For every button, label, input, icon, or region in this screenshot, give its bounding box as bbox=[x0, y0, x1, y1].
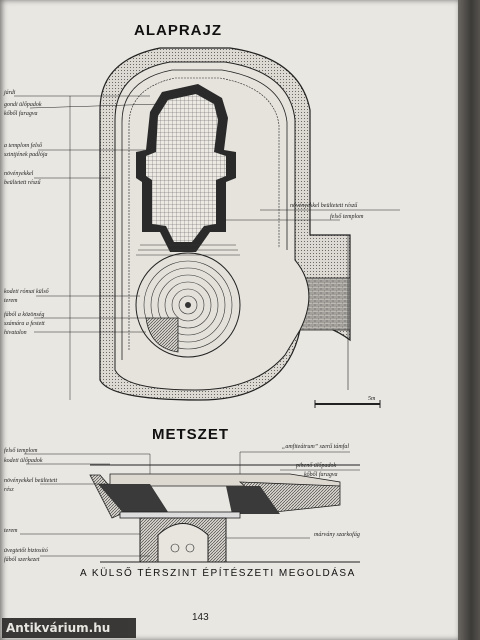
section-heading: METSZET bbox=[152, 426, 229, 443]
architectural-drawing bbox=[14, 47, 400, 563]
book-spine bbox=[458, 0, 480, 640]
section-label: fából szerkezet bbox=[4, 557, 40, 563]
section-label: márvány szarkofág bbox=[314, 532, 360, 538]
figure-caption: A KÜLSŐ TÉRSZINT ÉPÍTÉSZETI MEGOLDÁSA bbox=[80, 568, 356, 579]
plan-label: növényekkel bbox=[4, 171, 34, 177]
plan-label: szintjének padlója bbox=[4, 152, 48, 158]
cross-section bbox=[20, 451, 360, 563]
plan-label: járdi bbox=[4, 90, 16, 96]
watermark: Antikvárium.hu bbox=[2, 618, 136, 638]
plan-label: terem bbox=[4, 298, 18, 304]
plan-label: hivatalon bbox=[4, 330, 27, 336]
section-label: terem bbox=[4, 528, 18, 534]
plan-label: a templom felső bbox=[4, 143, 42, 149]
plan-label: gondi ülőpadok bbox=[4, 102, 42, 108]
section-label: kodeti ülőpadok bbox=[4, 458, 43, 464]
section-label: rész bbox=[4, 487, 14, 493]
page-number: 143 bbox=[192, 612, 209, 623]
plan-label: felső templom bbox=[330, 214, 364, 220]
plan-label: növényekkel beültetett részű bbox=[290, 203, 358, 209]
plan-label: fából a közönség bbox=[4, 312, 45, 318]
section-label: üvegtetőt biztosító bbox=[4, 548, 48, 554]
plan-label: kodeti római külső bbox=[4, 289, 49, 295]
scale-label: 5m bbox=[368, 396, 376, 402]
section-label: kőből faragva bbox=[304, 472, 338, 478]
section-label: felső templom bbox=[4, 448, 38, 454]
floor-plan bbox=[14, 47, 400, 408]
plan-label: beültetett részű bbox=[4, 180, 41, 186]
plan-label: kőből faragva bbox=[4, 111, 38, 117]
plan-heading: ALAPRAJZ bbox=[134, 22, 223, 39]
plan-label: számára a festett bbox=[4, 321, 45, 327]
section-label: növényekkel beültetett bbox=[4, 478, 58, 484]
section-label: „amfiteátrum” szerű támfal bbox=[282, 444, 350, 450]
section-label: pihenő ülőpadok bbox=[296, 463, 337, 469]
